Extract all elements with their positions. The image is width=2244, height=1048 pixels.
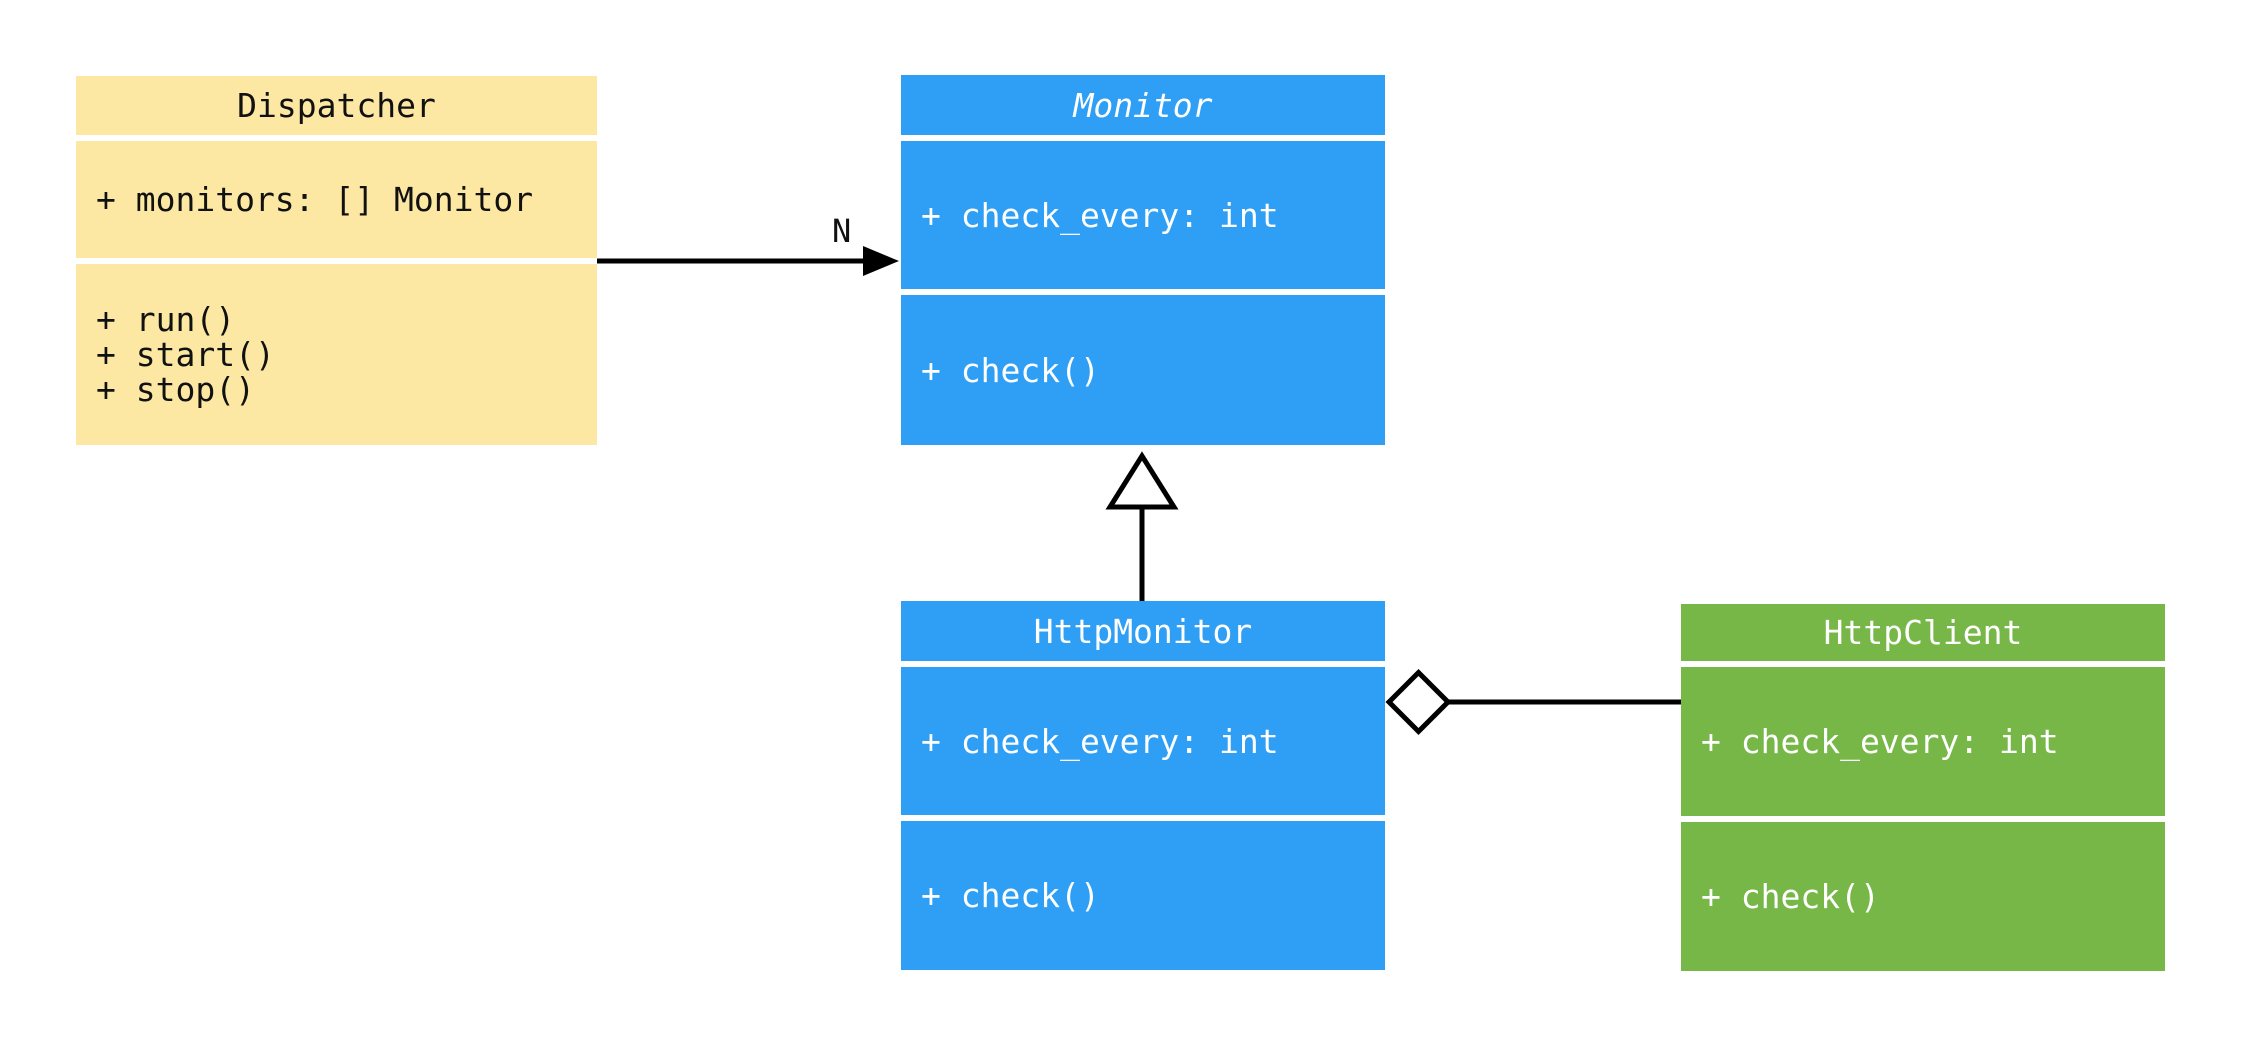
class-dispatcher: Dispatcher + monitors: [] Monitor + run(…	[76, 76, 597, 445]
class-httpclient-methods: + check()	[1681, 822, 2165, 971]
association-arrowhead-icon	[863, 246, 899, 276]
class-dispatcher-title: Dispatcher	[76, 76, 597, 135]
aggregation-diamond-icon	[1385, 668, 1452, 736]
class-dispatcher-methods: + run() + start() + stop()	[76, 264, 597, 445]
class-dispatcher-attributes: + monitors: [] Monitor	[76, 141, 597, 258]
class-httpmonitor-title: HttpMonitor	[901, 601, 1385, 661]
method-row: + stop()	[96, 370, 255, 409]
method-row: + check()	[1701, 877, 1880, 916]
class-httpclient: HttpClient + check_every: int + check()	[1681, 604, 2165, 971]
class-httpclient-title: HttpClient	[1681, 604, 2165, 661]
method-row: + check()	[921, 350, 1100, 390]
class-httpmonitor: HttpMonitor + check_every: int + check()	[901, 601, 1385, 970]
class-httpmonitor-attributes: + check_every: int	[901, 667, 1385, 815]
inheritance-triangle-icon	[1105, 451, 1179, 510]
class-monitor: Monitor + check_every: int + check()	[901, 75, 1385, 445]
method-row: + check()	[921, 876, 1100, 915]
association-multiplicity-label: N	[832, 212, 852, 250]
attribute-row: + check_every: int	[921, 721, 1279, 761]
attribute-row: + monitors: [] Monitor	[96, 180, 534, 219]
class-monitor-attributes: + check_every: int	[901, 141, 1385, 289]
class-httpclient-attributes: + check_every: int	[1681, 667, 2165, 816]
class-httpmonitor-methods: + check()	[901, 821, 1385, 970]
method-row: + start()	[96, 335, 275, 374]
attribute-row: + check_every: int	[1701, 722, 2059, 761]
class-monitor-title: Monitor	[901, 75, 1385, 135]
attribute-row: + check_every: int	[921, 195, 1279, 235]
method-row: + run()	[96, 300, 236, 339]
class-monitor-methods: + check()	[901, 295, 1385, 445]
